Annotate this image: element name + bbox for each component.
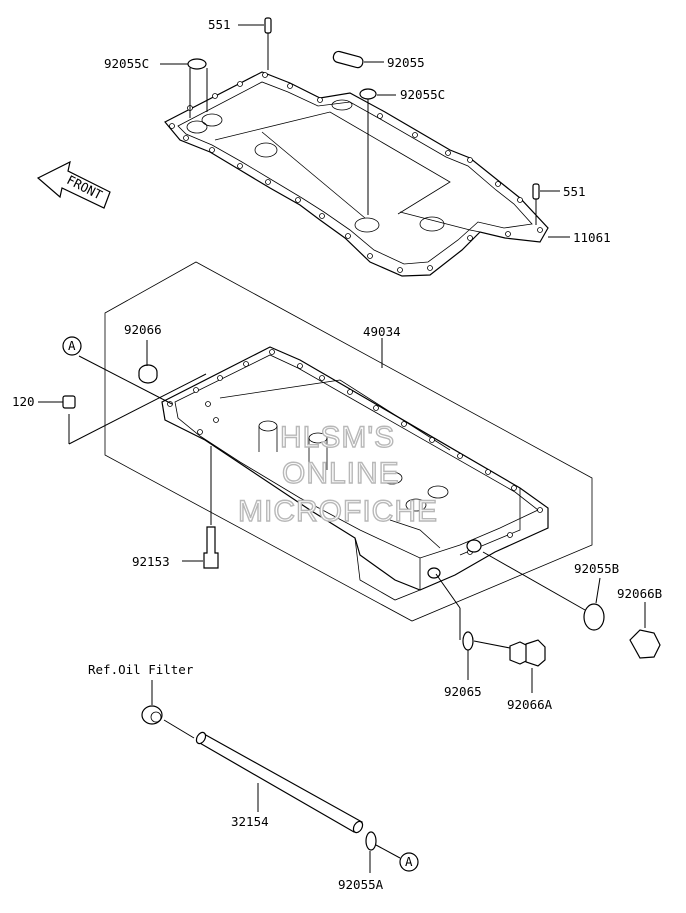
callout-a-left: A (62, 336, 82, 356)
label-92066: 92066 (124, 322, 162, 337)
leader-lines-top (160, 24, 570, 238)
gasket-11061 (164, 71, 549, 277)
oil-pan-frame (104, 261, 593, 622)
washer-92065 (435, 573, 511, 680)
label-ref-oil-filter: Ref.Oil Filter (88, 662, 194, 677)
label-551-right: 551 (563, 184, 586, 199)
label-92055B: 92055B (574, 561, 619, 576)
label-92066A: 92066A (507, 697, 553, 712)
dowel-pin-551-right (532, 183, 540, 200)
o-ring-92055B (482, 551, 605, 631)
label-32154: 32154 (231, 814, 269, 829)
label-92055A: 92055A (338, 877, 384, 892)
o-ring-92055C-left (187, 58, 207, 70)
label-92153: 92153 (132, 554, 170, 569)
plug-92066 (138, 340, 158, 384)
dowel-pin-551-top (264, 17, 272, 34)
callout-a-left-label: A (68, 338, 76, 353)
watermark-line-1: HLSM'S (280, 421, 395, 454)
callout-a-bottom: A (399, 852, 419, 872)
label-92065: 92065 (444, 684, 482, 699)
o-ring-92055A (365, 831, 401, 873)
label-92066B: 92066B (617, 586, 662, 601)
o-ring-92055C-right (359, 88, 377, 100)
pipe-32154 (195, 731, 364, 834)
oil-filter-ref (141, 680, 195, 739)
label-551-top: 551 (208, 17, 231, 32)
plug-92066A (509, 639, 546, 693)
bolt-92153 (182, 446, 219, 569)
label-49034: 49034 (363, 324, 401, 339)
plug-92066B (629, 602, 661, 659)
watermark-line-3: MICROFICHE (238, 495, 438, 528)
front-arrow: FRONT (36, 160, 111, 209)
o-ring-92055 (332, 50, 364, 69)
oil-pan-49034 (161, 346, 549, 601)
label-120: 120 (12, 394, 35, 409)
watermark-line-2: ONLINE (282, 457, 400, 490)
callout-a-bottom-label: A (405, 854, 413, 869)
bolt-120 (38, 355, 207, 445)
watermark: HLSM'S ONLINE MICROFICHE (237, 420, 438, 528)
label-92055: 92055 (387, 55, 425, 70)
label-92055C-left: 92055C (104, 56, 149, 71)
label-92055C-right: 92055C (400, 87, 445, 102)
label-11061: 11061 (573, 230, 611, 245)
